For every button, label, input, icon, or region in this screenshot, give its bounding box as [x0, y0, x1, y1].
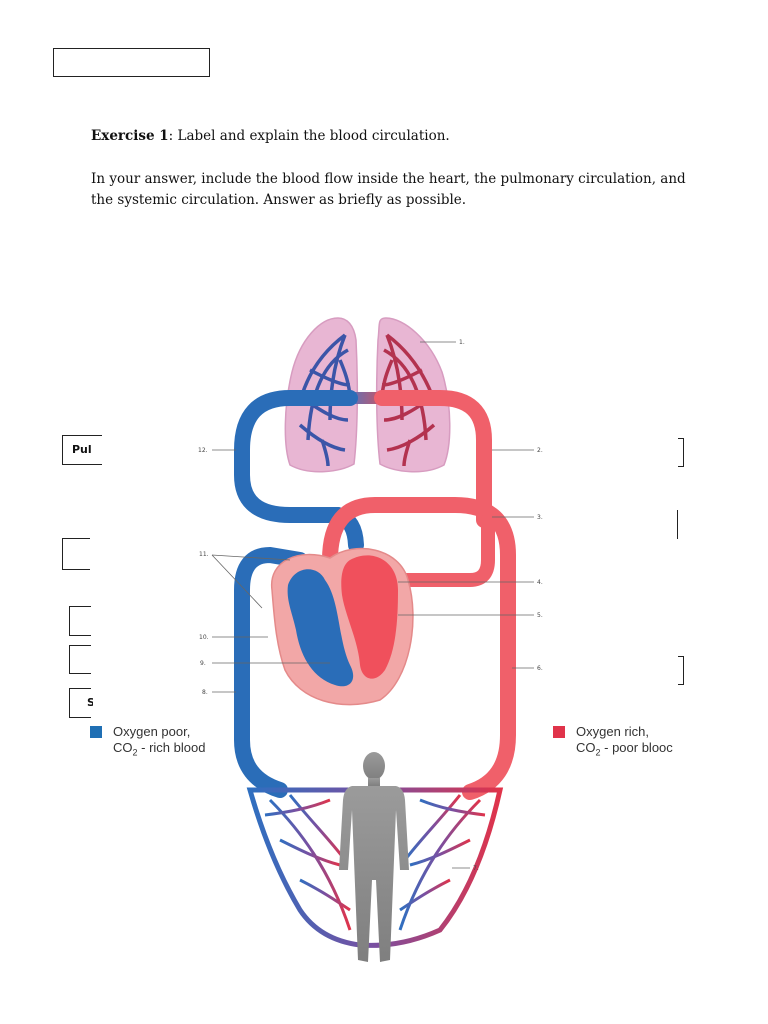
answer-box-systemic[interactable] — [69, 688, 91, 718]
oxygen-rich-sub: 2 — [595, 747, 601, 758]
legend-oxygen-poor: Oxygen poor, CO2 - rich blood — [90, 724, 230, 758]
label-leaders — [211, 341, 534, 869]
answer-box-right-1[interactable] — [678, 438, 684, 467]
diagram-label-6: 6. — [537, 665, 543, 672]
lung-bridge — [350, 392, 382, 404]
body-capillaries — [246, 787, 504, 948]
exercise-block: Exercise 1: Label and explain the blood … — [91, 126, 691, 211]
human-figure-icon — [339, 752, 409, 962]
diagram-label-4: 4. — [537, 579, 543, 586]
diagram-label-7: 7. — [473, 865, 479, 872]
exercise-title-rest: : Label and explain the blood circulatio… — [168, 128, 450, 144]
diagram-label-10: 10. — [199, 634, 209, 641]
oxygen-poor-co: CO — [113, 740, 133, 755]
exercise-instructions: In your answer, include the blood flow i… — [91, 171, 686, 208]
oxygen-rich-co: CO — [576, 740, 596, 755]
oxygen-rich-line1: Oxygen rich, — [576, 724, 649, 739]
oxygen-poor-line1: Oxygen poor, — [113, 724, 191, 739]
vena-cava — [234, 546, 308, 798]
diagram-label-11: 11. — [199, 551, 209, 558]
answer-box-left-2[interactable] — [62, 538, 90, 570]
lungs — [284, 317, 451, 473]
oxygen-rich-swatch — [553, 726, 565, 738]
oxygen-rich-suffix: - poor blooc — [600, 740, 673, 755]
answer-box-right-2[interactable] — [677, 510, 678, 539]
answer-box-pulmonary-label: Pul — [72, 443, 92, 456]
pulmonary-vein — [374, 390, 492, 528]
diagram-label-9: 9. — [200, 660, 206, 667]
diagram-label-2: 2. — [537, 447, 543, 454]
heart — [271, 547, 414, 706]
exercise-title-bold: Exercise 1 — [91, 128, 169, 144]
oxygen-rich-line2: CO2 - poor blooc — [576, 740, 673, 758]
oxygen-poor-sub: 2 — [132, 747, 138, 758]
oxygen-poor-swatch — [90, 726, 102, 738]
answer-box-right-3[interactable] — [678, 656, 684, 685]
right-heart-chambers — [287, 569, 354, 687]
oxygen-poor-suffix: - rich blood — [137, 740, 206, 755]
oxygen-poor-text: Oxygen poor, CO2 - rich blood — [113, 724, 205, 761]
answer-box-left-4[interactable] — [69, 645, 91, 674]
diagram-label-3: 3. — [537, 514, 543, 521]
diagram-label-12: 12. — [198, 447, 208, 454]
left-heart-chambers — [341, 555, 398, 679]
answer-box-pulmonary[interactable] — [62, 435, 102, 465]
answer-box-systemic-label: S — [87, 696, 93, 709]
name-field[interactable] — [53, 48, 210, 77]
diagram-label-5: 5. — [537, 612, 543, 619]
diagram-label-1: 1. — [459, 339, 465, 346]
legend-oxygen-rich: Oxygen rich, CO2 - poor blooc — [553, 724, 683, 758]
diagram-label-8: 8. — [202, 689, 208, 696]
oxygen-rich-text: Oxygen rich, CO2 - poor blooc — [576, 724, 673, 758]
answer-box-left-3[interactable] — [69, 606, 91, 636]
oxygen-poor-line2: CO2 - rich blood — [113, 740, 205, 761]
exercise-title: Exercise 1: Label and explain the blood … — [91, 126, 691, 147]
